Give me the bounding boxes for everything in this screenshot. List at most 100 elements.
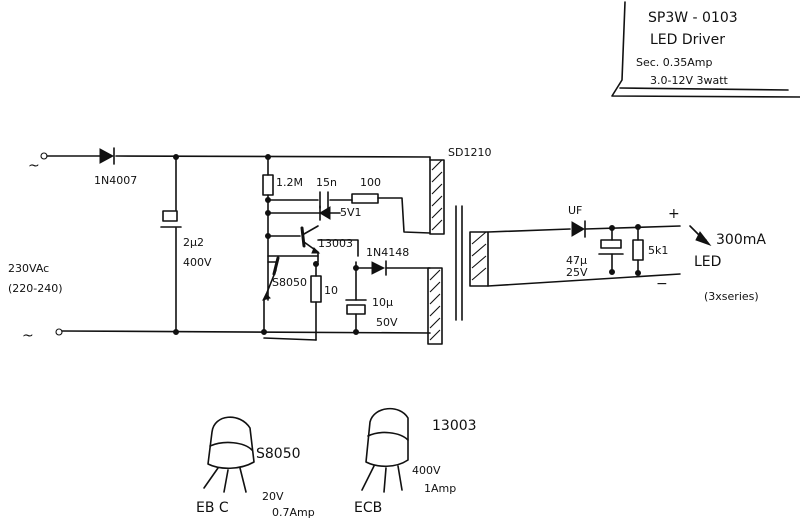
zener-diode: 5V1 xyxy=(319,205,362,221)
r-feedback-label: 100 xyxy=(360,176,381,189)
r-load-label: 5k1 xyxy=(648,244,668,257)
junction-dot xyxy=(313,261,319,267)
zener-label: 5V1 xyxy=(340,206,362,219)
diode-symbol xyxy=(99,148,115,164)
title-model: SP3W - 0103 xyxy=(648,10,738,26)
pinout-rating-voltage: 20V xyxy=(262,490,284,503)
output-config: (3xseries) xyxy=(704,290,759,303)
pinout-rating-current: 0.7Amp xyxy=(272,506,315,519)
r-emitter-label: 10 xyxy=(324,284,338,297)
title-block-underline xyxy=(619,87,789,91)
pinout-rating-current: 1Amp xyxy=(424,482,456,495)
cap-out-voltage: 25V xyxy=(566,266,588,279)
junction-dot xyxy=(353,329,359,335)
wire-top-rail xyxy=(115,155,431,158)
junctions xyxy=(173,154,359,335)
feedback-network: 15n 100 xyxy=(316,176,381,209)
cap-feedback-plates xyxy=(319,191,329,209)
pinout-s8050: S8050 EB C 20V 0.7Amp xyxy=(196,416,315,519)
output-led: LED xyxy=(694,254,721,270)
package-legs xyxy=(361,465,403,493)
diode-symbol xyxy=(571,221,585,237)
resistor-body xyxy=(262,174,274,196)
wire xyxy=(263,337,317,341)
transistor-13003: 13003 xyxy=(300,225,353,263)
junction-dot xyxy=(261,329,267,335)
junction-dot xyxy=(353,265,359,271)
wire-bottom-rail xyxy=(61,330,431,334)
cap-aux-voltage: 50V xyxy=(376,316,398,329)
cap-in-voltage: 400V xyxy=(183,256,212,269)
package-legs xyxy=(203,467,247,493)
pinout-pins: EB C xyxy=(196,500,229,516)
neutral-symbol: ~ xyxy=(22,328,34,344)
winding-hatch xyxy=(429,269,441,341)
electrolytic-cap-plate xyxy=(600,239,622,249)
output-minus: − xyxy=(656,276,668,292)
phase-symbol: ~ xyxy=(28,158,40,174)
resistor-body xyxy=(310,275,322,303)
diode-out-label: UF xyxy=(568,204,582,217)
input-voltage: 230VAc xyxy=(8,262,49,275)
wire-output-positive xyxy=(584,225,681,230)
title-spec-voltage: 3.0-12V 3watt xyxy=(650,74,729,87)
title-spec-current: Sec. 0.35Amp xyxy=(636,56,713,69)
q-main-label: 13003 xyxy=(318,237,353,250)
resistor-emitter: 10 xyxy=(263,275,338,341)
output-plus: + xyxy=(668,206,680,222)
diode-symbol xyxy=(371,261,386,275)
package-edge xyxy=(367,431,409,441)
transistor-base-bar xyxy=(300,226,306,248)
diode-aux-label: 1N4148 xyxy=(366,246,409,259)
electrolytic-cap-plate xyxy=(346,304,366,315)
neutral-terminal xyxy=(55,328,63,336)
cap-out-value: 47μ xyxy=(566,254,587,267)
junction-dot xyxy=(265,210,271,216)
resistor-body xyxy=(632,239,644,261)
primary-winding xyxy=(429,159,445,235)
resistor-start: 1.2M xyxy=(262,174,303,196)
current-arrow-head xyxy=(695,231,712,247)
wire xyxy=(317,239,359,257)
to92-package xyxy=(365,407,409,468)
junction-dot xyxy=(265,154,271,160)
capacitor-input: 2μ2 400V xyxy=(160,210,212,269)
title-block: SP3W - 0103 LED Driver Sec. 0.35Amp 3.0-… xyxy=(611,1,800,98)
junction-dot xyxy=(173,154,179,160)
zener-symbol xyxy=(319,206,331,220)
diode-in-label: 1N4007 xyxy=(94,174,137,187)
input-range: (220-240) xyxy=(8,282,63,295)
cap-aux-value: 10μ xyxy=(372,296,393,309)
wire-output-negative xyxy=(487,273,681,287)
title-name: LED Driver xyxy=(650,32,725,48)
to92-package xyxy=(207,416,255,470)
pinout-pins: ECB xyxy=(354,500,382,516)
junction-dot xyxy=(265,197,271,203)
aux-winding xyxy=(427,267,443,345)
junction-dot xyxy=(265,233,271,239)
emitter-arrow xyxy=(262,293,271,301)
wire xyxy=(487,228,571,233)
transformer-sd1210: SD1210 xyxy=(427,146,491,345)
winding-hatch xyxy=(431,159,443,231)
winding-hatch xyxy=(471,231,487,281)
pinout-13003: 13003 ECB 400V 1Amp xyxy=(354,407,477,516)
cap-in-value: 2μ2 xyxy=(183,236,204,249)
diode-1n4007: 1N4007 xyxy=(94,147,137,187)
package-edge xyxy=(209,441,253,451)
title-block-frame xyxy=(611,1,800,98)
transistor-collector xyxy=(303,225,319,235)
transformer-label: SD1210 xyxy=(448,146,491,159)
wires xyxy=(46,155,431,341)
transistor-s8050: S8050 xyxy=(262,255,319,301)
output-stage: UF 47μ 25V 5k1 + − 300mA LED (3xseries) xyxy=(487,204,766,303)
q-ctrl-label: S8050 xyxy=(272,276,307,289)
pinout-part-label: S8050 xyxy=(256,446,301,462)
input-section: ~ ~ 230VAc (220-240) xyxy=(8,152,63,344)
emitter-arrow xyxy=(311,247,321,254)
phase-terminal xyxy=(40,152,48,160)
resistor-body xyxy=(351,193,379,204)
r-start-label: 1.2M xyxy=(276,176,303,189)
junction-dot xyxy=(173,329,179,335)
